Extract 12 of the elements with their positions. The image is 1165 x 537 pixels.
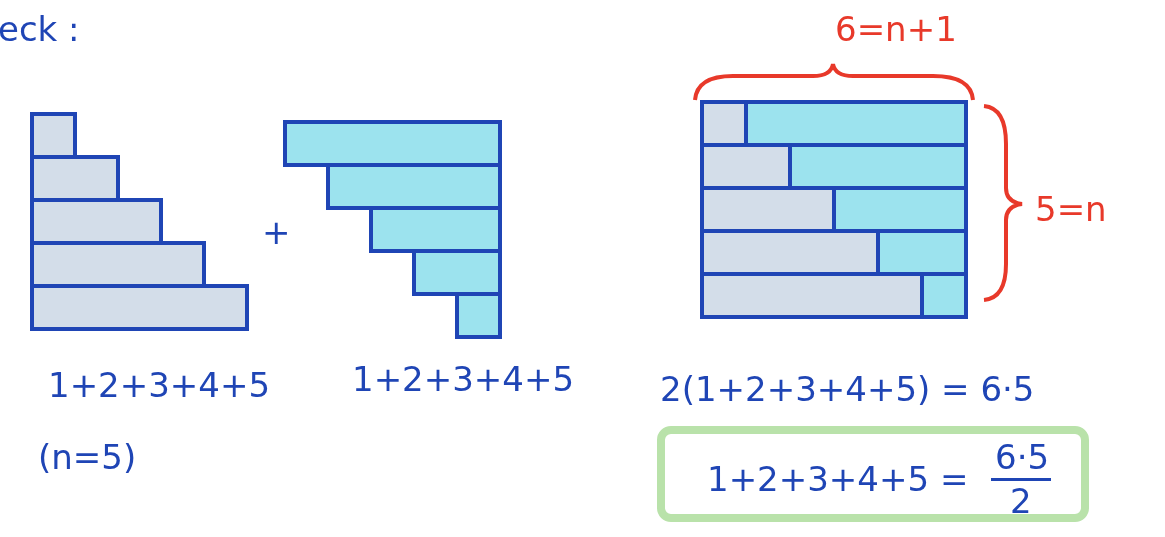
width-label: 6=n+1 (835, 12, 957, 46)
fraction-numerator: 6·5 (995, 440, 1050, 474)
sum-expression: 1+2+3+4+5 = (707, 462, 969, 496)
condition-text: (n=5) (38, 440, 137, 474)
heading-text: eck : (0, 12, 80, 46)
fraction-denominator: 2 (1010, 484, 1032, 518)
plus-sign: + (262, 215, 291, 249)
result-box (657, 426, 1089, 522)
sum-expression: 1+2+3+4+5 (352, 362, 575, 396)
sum-expression: 1+2+3+4+5 (48, 368, 271, 402)
equation-text: 2(1+2+3+4+5) = 6·5 (660, 372, 1035, 406)
height-label: 5=n (1035, 192, 1107, 226)
